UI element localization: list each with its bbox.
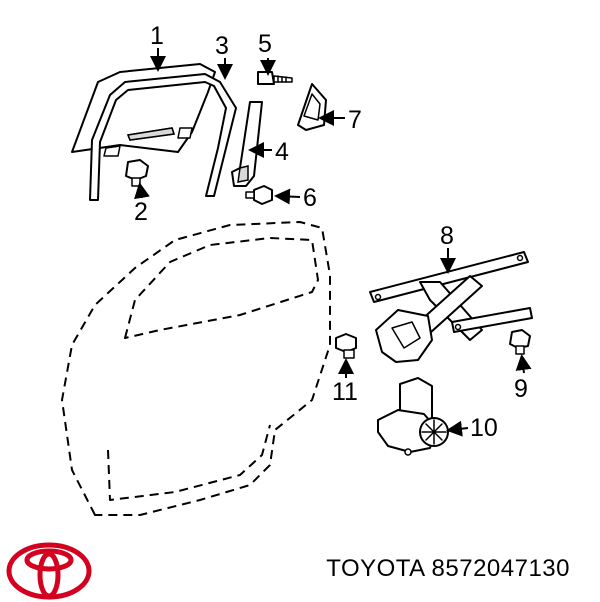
window-regulator-part [369, 251, 533, 363]
callout-7: 7 [348, 106, 362, 134]
bolt-part-11 [335, 333, 357, 359]
division-bar-part [231, 101, 263, 187]
part-number-caption: TOYOTA 8572047130 [326, 555, 570, 582]
callout-1: 1 [150, 22, 164, 50]
callout-8: 8 [440, 222, 454, 250]
regulator-motor-part [377, 377, 449, 456]
toyota-logo [6, 542, 92, 600]
toyota-logo-ellipses [6, 542, 92, 600]
bolt-part-2 [125, 159, 149, 187]
bolt-part-6 [245, 185, 273, 205]
callout-9: 9 [514, 375, 528, 403]
leader-lines [134, 48, 532, 437]
bolt-part-9 [509, 329, 531, 355]
quarter-window-part [297, 83, 327, 131]
callout-3: 3 [215, 32, 229, 60]
screw-part [257, 71, 293, 85]
callout-5: 5 [258, 30, 272, 58]
callout-6: 6 [303, 184, 317, 212]
callout-11: 11 [332, 378, 358, 406]
rear-door-outline [61, 221, 331, 516]
callout-10: 10 [470, 414, 498, 442]
run-channel-part [89, 73, 237, 201]
callout-2: 2 [134, 198, 148, 226]
callout-4: 4 [275, 138, 289, 166]
